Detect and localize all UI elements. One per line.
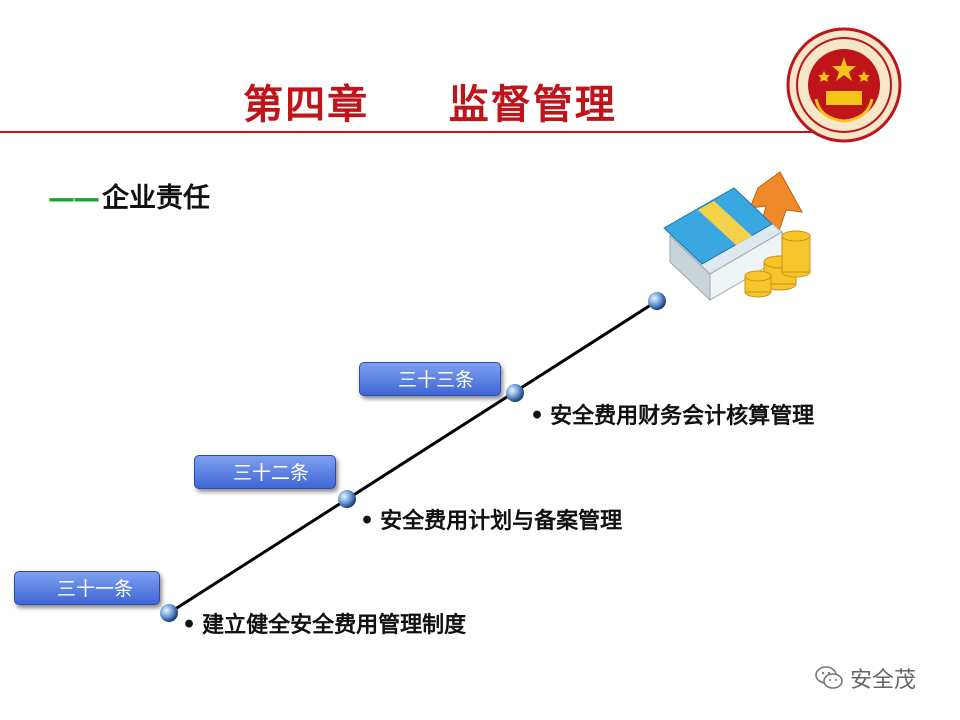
bullet-dot: • (360, 508, 375, 534)
title-underline (0, 131, 860, 133)
step-node-1 (160, 604, 178, 622)
section-subtitle: ——企业责任 (48, 176, 210, 215)
step-node-3 (506, 384, 524, 402)
step-item-2: •安全费用计划与备案管理 (360, 503, 622, 535)
step-item-1: •建立健全安全费用管理制度 (182, 607, 466, 639)
money-stack-icon (663, 171, 811, 302)
step-node-end (648, 292, 666, 310)
watermark-text: 安全茂 (850, 668, 917, 693)
wechat-icon (815, 666, 843, 689)
staircase-line (168, 299, 658, 615)
step-item-3-text: 安全费用财务会计核算管理 (550, 403, 815, 429)
article-tag-32: 三十二条 (194, 455, 336, 489)
step-item-3: •安全费用财务会计核算管理 (530, 398, 814, 430)
article-tag-33: 三十三条 (359, 362, 501, 396)
bullet-dot: • (530, 403, 545, 429)
article-tag-31: 三十一条 (14, 571, 160, 605)
watermark: 安全茂 (814, 662, 916, 694)
step-node-2 (338, 490, 356, 508)
step-item-1-text: 建立健全安全费用管理制度 (202, 612, 467, 638)
bullet-dot: • (182, 612, 197, 638)
step-item-2-text: 安全费用计划与备案管理 (380, 508, 623, 534)
subtitle-dash: —— (48, 183, 100, 214)
state-safety-emblem-icon (786, 27, 902, 143)
slide-title: 第四章 监督管理 (243, 81, 617, 128)
subtitle-text: 企业责任 (102, 183, 210, 214)
